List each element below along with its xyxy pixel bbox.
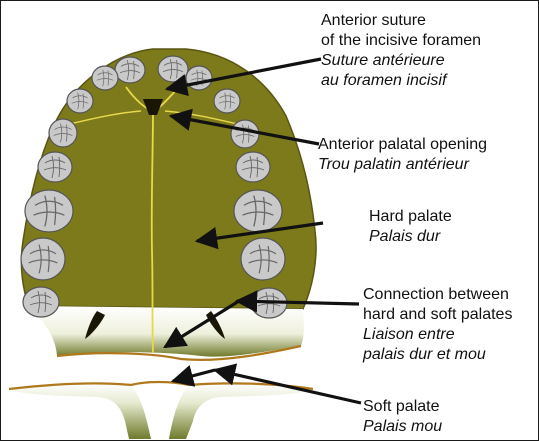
label-hard-palate-fr: Palais dur xyxy=(369,227,452,247)
label-connection-en-1: Connection between xyxy=(363,285,512,305)
label-incisive-fr-1: Suture antérieure xyxy=(321,51,481,71)
label-connection: Connection between hard and soft palates… xyxy=(363,285,512,365)
label-incisive-en-2: of the incisive foramen xyxy=(321,31,481,51)
label-hard-palate-en: Hard palate xyxy=(369,207,452,227)
label-soft-palate-en: Soft palate xyxy=(363,397,442,417)
soft-palate-shape xyxy=(9,383,313,439)
label-connection-en-2: hard and soft palates xyxy=(363,305,512,325)
label-soft-palate: Soft palate Palais mou xyxy=(363,397,442,437)
label-incisive-en-1: Anterior suture xyxy=(321,11,481,31)
label-palatal-opening-en: Anterior palatal opening xyxy=(318,135,487,155)
label-incisive-fr-2: au foramen incisif xyxy=(321,71,481,91)
label-hard-palate: Hard palate Palais dur xyxy=(369,207,452,247)
label-connection-fr-1: Liaison entre xyxy=(363,325,512,345)
label-palatal-opening: Anterior palatal opening Trou palatin an… xyxy=(318,135,487,175)
label-palatal-opening-fr: Trou palatin antérieur xyxy=(318,155,487,175)
arrow-soft-palate-2 xyxy=(173,370,215,381)
label-incisive-suture: Anterior suture of the incisive foramen … xyxy=(321,11,481,91)
label-connection-fr-2: palais dur et mou xyxy=(363,345,512,365)
label-soft-palate-fr: Palais mou xyxy=(363,417,442,437)
